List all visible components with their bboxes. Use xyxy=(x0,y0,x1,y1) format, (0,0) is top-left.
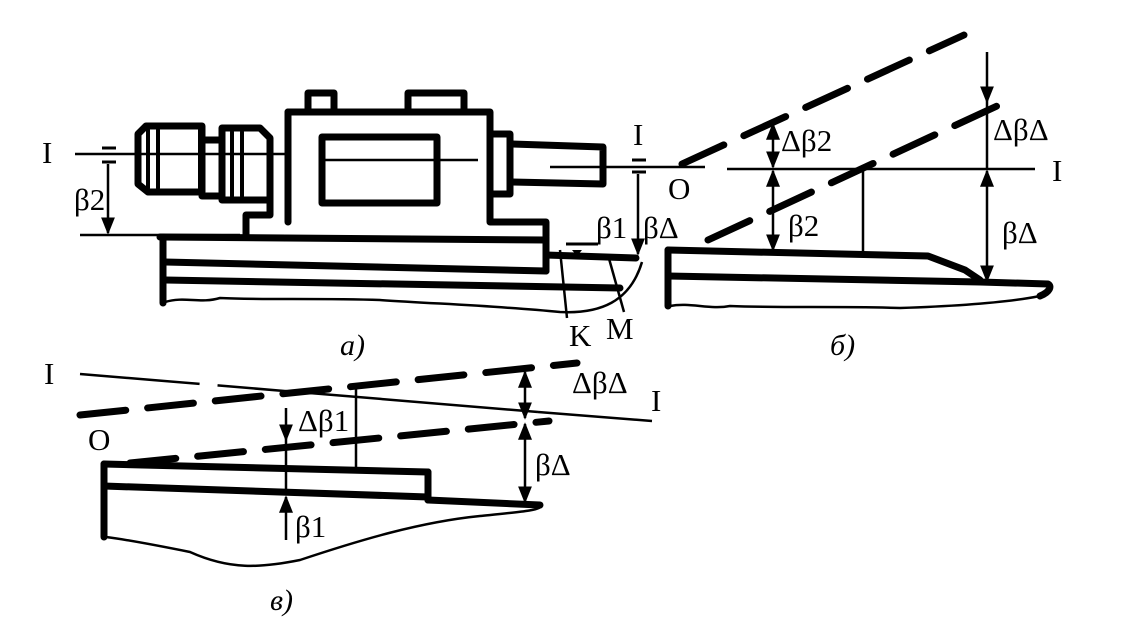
bed-guide-bottom xyxy=(161,276,624,292)
label-beta-delta: βΔ xyxy=(1002,215,1038,250)
label-delta-beta-delta: ΔβΔ xyxy=(572,365,628,400)
label-k: K xyxy=(569,318,592,353)
label-axis-i-right: I xyxy=(651,383,661,418)
label-beta-delta: βΔ xyxy=(535,447,571,482)
bed-break-line xyxy=(164,261,644,314)
spindle-tail xyxy=(508,140,607,188)
panel-b: O I Δβ2 β2 ΔβΔ βΔ б) xyxy=(664,31,1062,362)
spindle-nose xyxy=(134,122,206,196)
break-line xyxy=(105,504,542,568)
dashed-line-lower xyxy=(126,417,553,467)
workpiece-base xyxy=(976,278,1054,300)
label-axis-i-left: I xyxy=(42,135,52,170)
dashed-line-upper xyxy=(678,31,968,168)
label-axis-i-left: I xyxy=(44,356,54,391)
dashed-line-lower xyxy=(704,96,1014,244)
label-delta-beta-delta: ΔβΔ xyxy=(993,112,1049,147)
line-k xyxy=(558,249,569,319)
gear-housing xyxy=(218,124,274,204)
caption-c: в) xyxy=(270,584,293,617)
housing-knob-right xyxy=(404,89,468,116)
break-line xyxy=(669,294,1041,310)
workpiece-middle xyxy=(100,482,432,501)
label-delta-beta1: Δβ1 xyxy=(298,403,349,438)
workpiece-base xyxy=(424,496,544,509)
dashed-line-upper xyxy=(76,359,581,419)
workpiece-top xyxy=(100,460,432,476)
label-beta2: β2 xyxy=(74,182,105,217)
label-beta1: β1 xyxy=(295,509,326,544)
label-delta-beta2: Δβ2 xyxy=(781,123,832,158)
label-axis-i: I xyxy=(1052,153,1062,188)
workpiece-middle xyxy=(664,272,984,286)
workpiece-top xyxy=(664,246,984,284)
gear-step xyxy=(242,196,274,239)
level-triangle xyxy=(572,250,582,256)
axis-line-i-tail xyxy=(537,410,653,423)
side-plate xyxy=(486,130,514,198)
label-beta2: β2 xyxy=(788,208,819,243)
caption-a: а) xyxy=(340,329,365,362)
label-beta-delta: βΔ xyxy=(643,210,679,245)
label-axis-i-right: I xyxy=(633,117,643,152)
label-origin: O xyxy=(88,422,110,457)
caption-b: б) xyxy=(830,329,855,362)
label-m: M xyxy=(606,311,634,346)
panel-c: I I O Δβ1 β1 ΔβΔ βΔ в) xyxy=(44,356,661,617)
panel-a: I I β2 β1 βΔ K M а) xyxy=(42,89,705,362)
label-beta1: β1 xyxy=(596,210,627,245)
housing-window xyxy=(318,133,441,207)
label-origin: O xyxy=(668,171,690,206)
carriage-bottom xyxy=(161,258,550,275)
line-m xyxy=(606,254,626,313)
housing-knob-left xyxy=(304,89,338,116)
carriage-top xyxy=(156,233,550,244)
